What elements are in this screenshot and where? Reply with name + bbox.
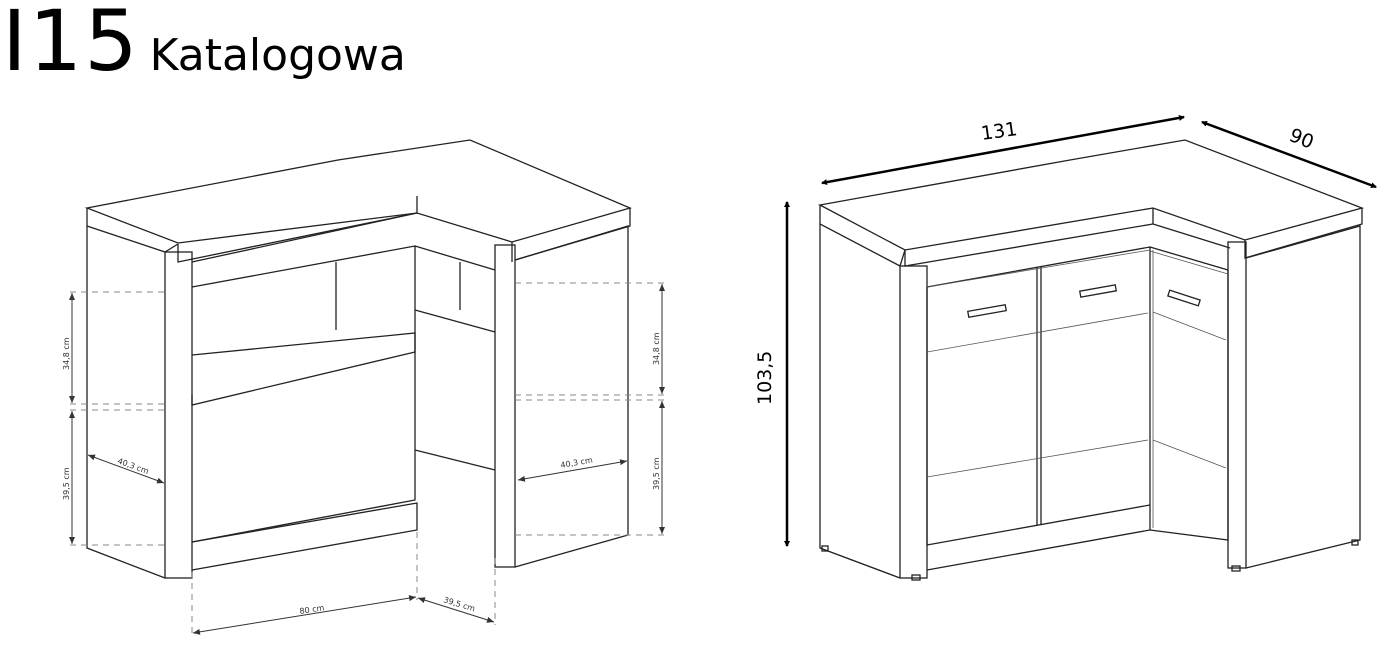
open-cabinet-drawing: 34,8 cm 39,5 cm 40,3 cm 34,8 cm 39,5 cm … bbox=[62, 139, 665, 635]
dim-right-upper-height: 34,8 cm bbox=[652, 332, 661, 365]
closed-cabinet-drawing: 131 90 103,5 bbox=[754, 114, 1377, 581]
drawer-handle bbox=[967, 303, 1007, 319]
product-code: I15 bbox=[2, 0, 140, 90]
dim-width: 131 bbox=[980, 118, 1019, 145]
drawer-handle bbox=[1167, 289, 1201, 307]
dim-right-lower-height: 39,5 cm bbox=[652, 457, 661, 490]
product-name: Katalogowa bbox=[149, 30, 406, 81]
dim-inner-width: 80 cm bbox=[299, 603, 325, 616]
dim-left-upper-height: 34,8 cm bbox=[62, 337, 71, 370]
dim-left-depth: 40,3 cm bbox=[116, 456, 150, 476]
dim-left-lower-height: 39,5 cm bbox=[62, 467, 71, 500]
dim-depth: 90 bbox=[1286, 124, 1317, 153]
drawer-handle bbox=[1078, 284, 1118, 298]
dim-height: 103,5 bbox=[754, 351, 776, 405]
